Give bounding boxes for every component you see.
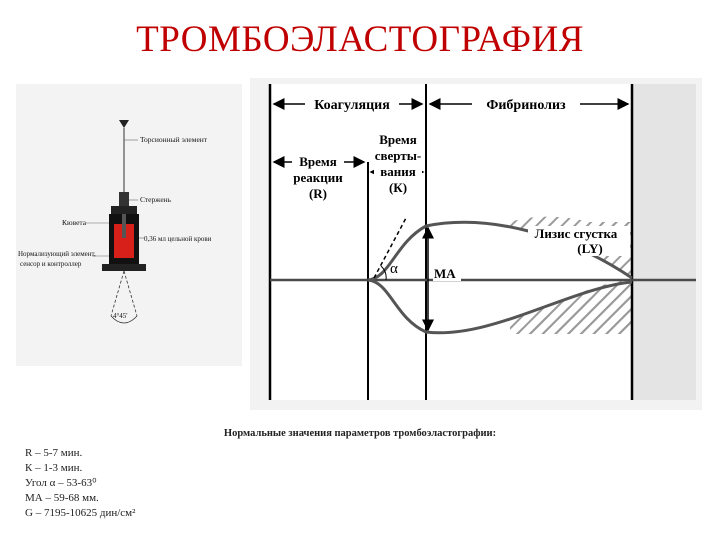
torsion-label: Торсионный элемент <box>140 135 208 144</box>
param-alpha: Угол α – 53-63⁰ <box>25 477 97 489</box>
right-margin <box>632 84 696 400</box>
lysis-label-2: (LY) <box>577 241 603 256</box>
alpha-tangent <box>373 217 407 279</box>
ma-label-bg <box>433 267 461 281</box>
cuvette-cap <box>111 206 137 214</box>
coag-label-bg <box>305 96 399 112</box>
pin <box>122 214 126 238</box>
cone-right <box>123 270 138 317</box>
lysis-label-bg <box>528 226 630 256</box>
param-k: К – 1-3 мин. <box>25 462 83 474</box>
device-svg: Торсионный элемент Стержень Кювета 0,36 … <box>18 120 212 324</box>
r-label-1: Время <box>299 154 337 169</box>
coagulation-label: Коагуляция <box>314 98 390 113</box>
blood-sample <box>114 224 134 258</box>
sensor-label-2: сенсор и контроллер <box>20 260 82 268</box>
teg-diagram: Коагуляция Фибринолиз Время реакции (R) … <box>250 78 702 410</box>
cuvette-label: Кювета <box>62 218 87 227</box>
alpha-arc <box>380 265 387 281</box>
normal-values: R – 5-7 мин. К – 1-3 мин. Угол α – 53-63… <box>25 446 135 521</box>
cuvette-base <box>102 264 146 271</box>
k-label-2: сверты- <box>375 148 421 163</box>
r-label-bg <box>292 154 344 168</box>
k-label-1: Время <box>379 132 417 147</box>
lysis-label-1: Лизис сгустка <box>535 226 618 241</box>
fib-label-bg <box>472 96 580 112</box>
alpha-label: α <box>390 261 398 277</box>
k-label-3: вания <box>380 164 416 179</box>
teg-svg: Коагуляция Фибринолиз Время реакции (R) … <box>268 84 696 400</box>
angle-label: 4°45' <box>113 312 128 320</box>
sensor-label-1: Нормализующий элемент, <box>18 250 96 258</box>
r-label-2: реакции <box>293 170 343 185</box>
hanger-icon <box>119 120 129 128</box>
param-g: G – 7195-10625 дин/см² <box>25 507 136 519</box>
cone-left <box>110 270 125 317</box>
k-label-bg <box>374 165 422 179</box>
device-schematic: Торсионный элемент Стержень Кювета 0,36 … <box>16 84 242 366</box>
rod-label: Стержень <box>140 195 172 204</box>
param-r: R – 5-7 мин. <box>25 447 83 459</box>
lower-curve <box>367 278 633 335</box>
param-ma: МА – 59-68 мм. <box>25 492 99 504</box>
caption: Нормальные значения параметров тромбоэла… <box>223 428 497 439</box>
k-label-4: (К) <box>389 180 407 195</box>
rod-top <box>119 192 129 206</box>
blood-label: 0,36 мл цельной крови <box>144 235 212 243</box>
cone-arc <box>110 315 138 324</box>
page-title: ТРОМБОЭЛАСТОГРАФИЯ <box>136 19 584 60</box>
r-label-3: (R) <box>309 186 327 201</box>
fibrinolysis-label: Фибринолиз <box>486 98 566 113</box>
ma-label: MA <box>434 266 456 281</box>
